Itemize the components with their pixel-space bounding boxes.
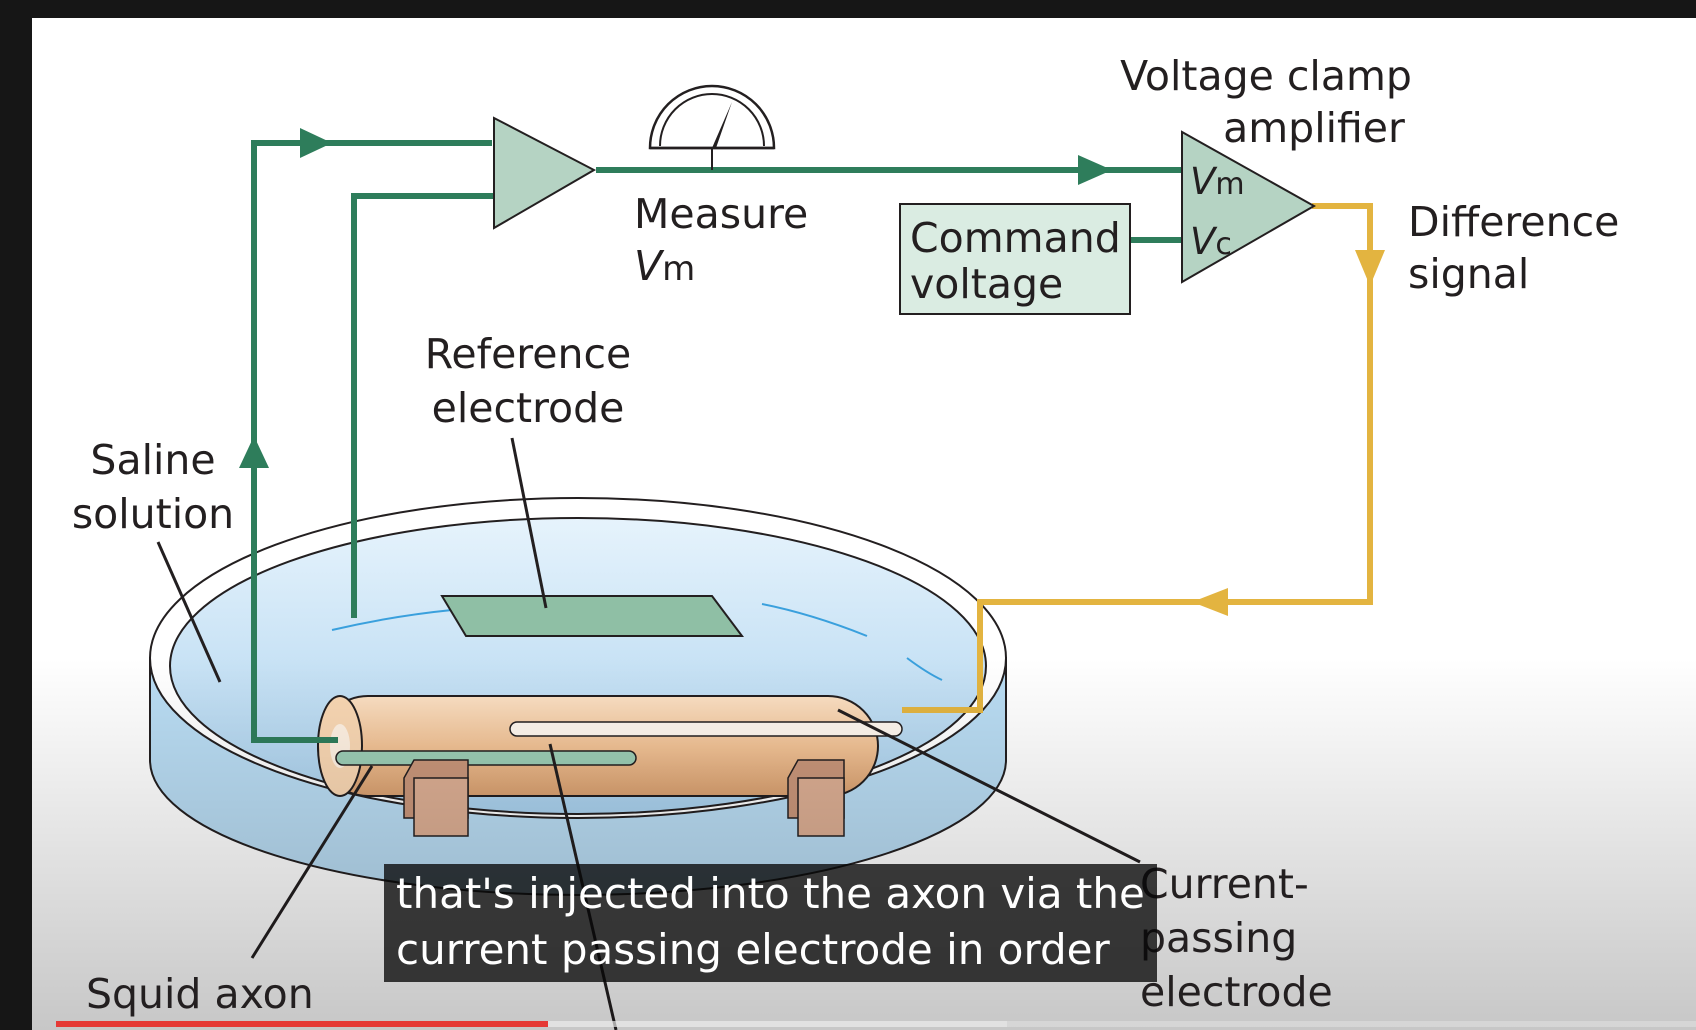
command-voltage-box: [899, 203, 1131, 315]
current-passing-line-3: electrode: [1140, 968, 1333, 1016]
current-passing-line-1: Current-: [1140, 860, 1309, 908]
measure-label: Measure: [634, 190, 808, 238]
current-passing-line-2: passing: [1140, 914, 1297, 962]
measure-vm-label: Vm: [634, 242, 695, 290]
saline-solution-line-1: Saline: [90, 436, 215, 484]
command-voltage-line-2: voltage: [910, 260, 1063, 308]
difference-signal-line-1: Difference: [1408, 198, 1619, 246]
caption-line-2: current passing electrode in order: [396, 925, 1110, 974]
squid-axon-label: Squid axon: [86, 970, 314, 1018]
caption-line-1: that's injected into the axon via the: [396, 869, 1145, 918]
amp-input-vc: Vc: [1190, 220, 1232, 263]
difference-signal-line-2: signal: [1408, 250, 1529, 298]
reference-electrode-line-1: Reference: [425, 330, 631, 378]
measure-amplifier: [493, 116, 597, 230]
amp-title-line-1: Voltage clamp: [1120, 52, 1412, 100]
diagram-labels: Voltage clamp amplifier Vm Vc Measure Vm…: [72, 52, 1620, 1018]
saline-solution-line-2: solution: [72, 490, 234, 538]
caption-window: that's injected into the axon via the cu…: [384, 864, 1157, 982]
amp-input-vm: Vm: [1190, 160, 1245, 203]
amp-title-line-2: amplifier: [1223, 104, 1405, 152]
voltage-clamp-amplifier: [1181, 130, 1317, 284]
meter-icon: [648, 84, 776, 170]
progress-bar[interactable]: [56, 1021, 1696, 1027]
progress-played: [56, 1021, 548, 1027]
gold-arrowheads: [1192, 250, 1385, 616]
reference-electrode-line-2: electrode: [432, 384, 625, 432]
command-voltage-line-1: Command: [910, 214, 1121, 262]
green-arrowheads: [239, 128, 1112, 468]
reference-electrode-plate: [440, 595, 744, 637]
